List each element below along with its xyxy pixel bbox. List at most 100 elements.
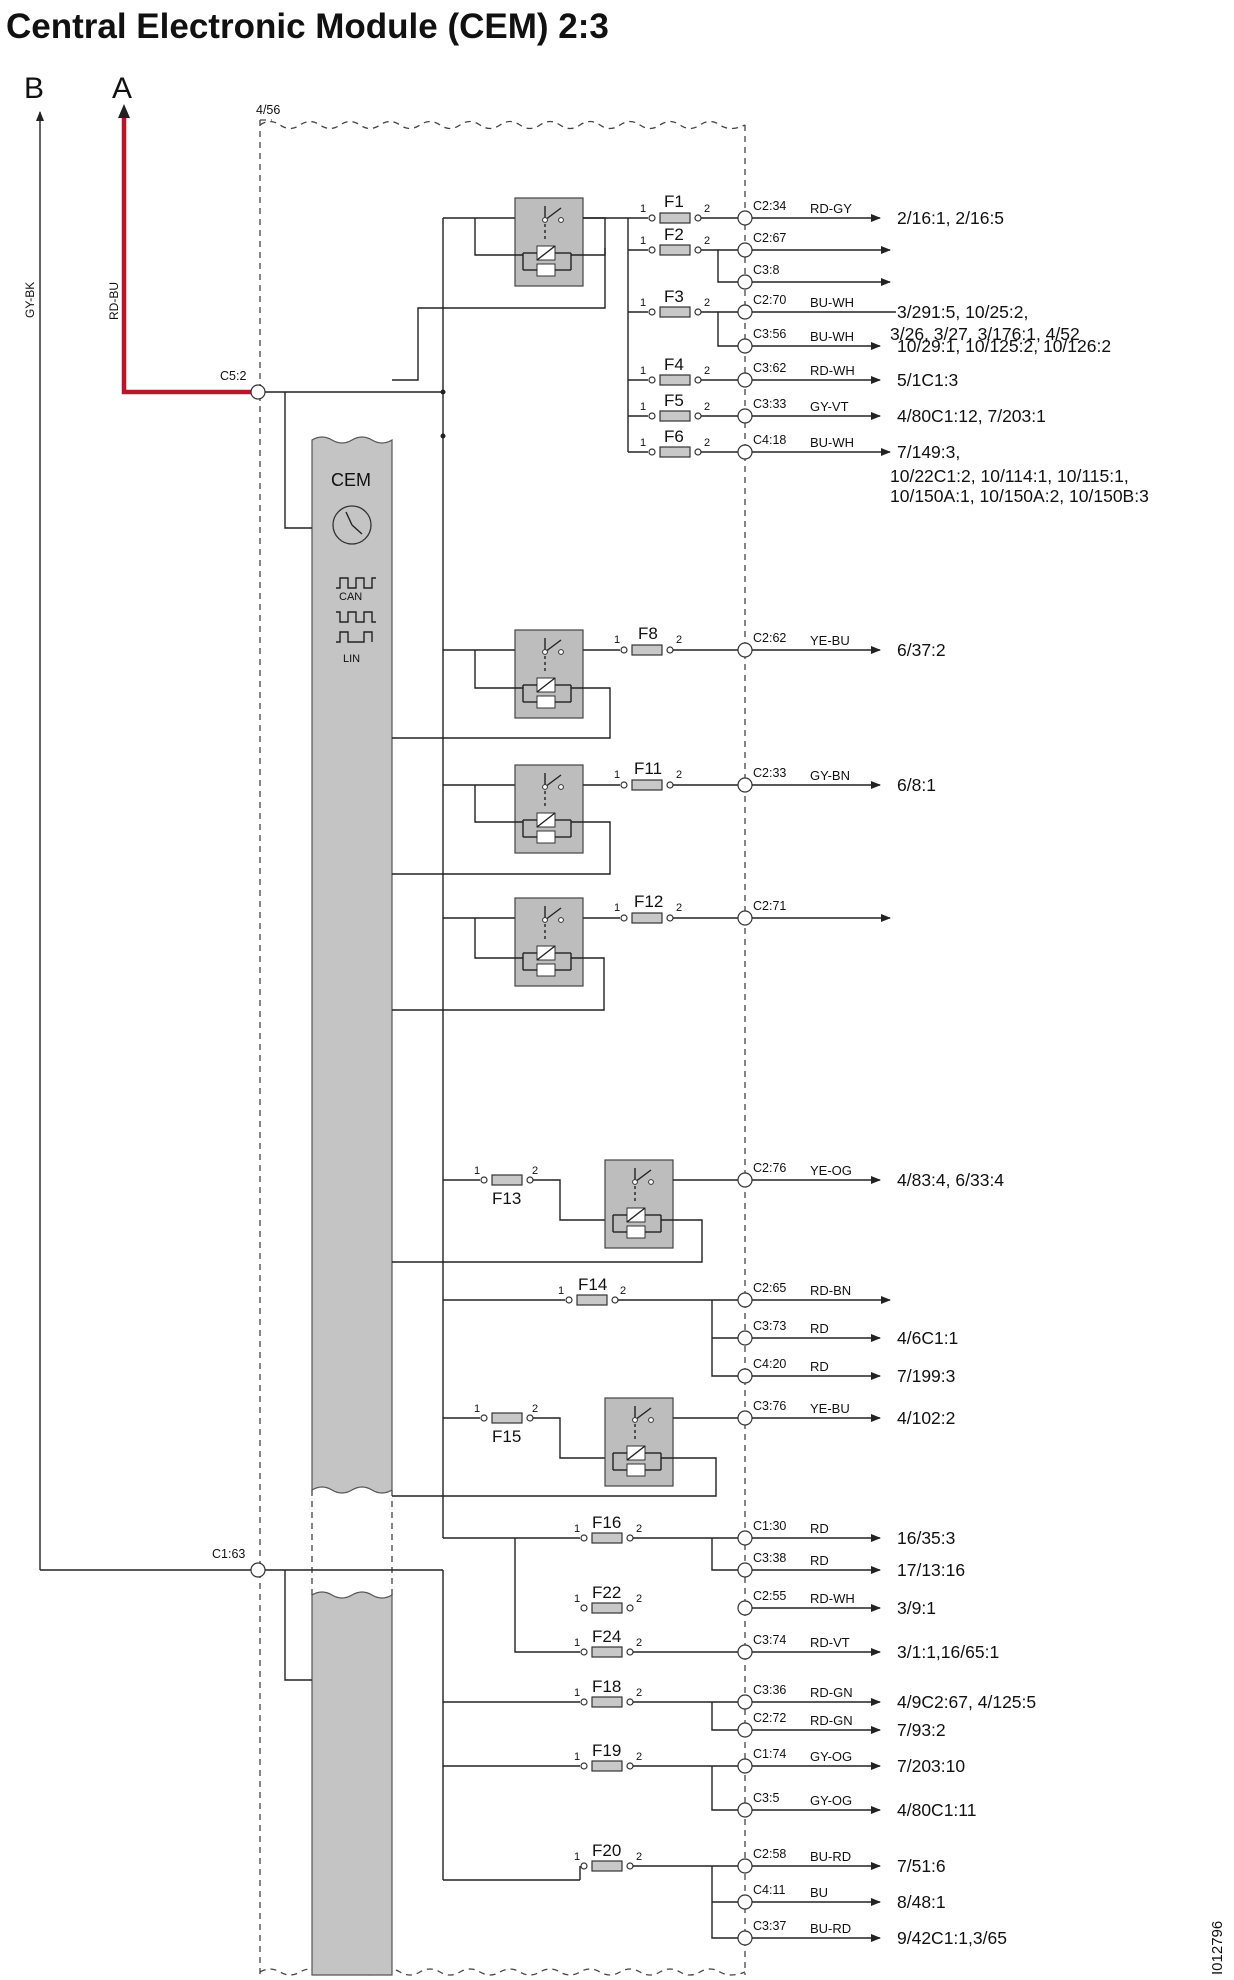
svg-text:1: 1: [614, 769, 620, 781]
output-terminal: [737, 210, 753, 226]
output-terminal: [737, 372, 753, 388]
output-destination-label: 7/199:3: [897, 1366, 955, 1386]
output-connector-label: C3:62: [753, 361, 786, 375]
output-connector-label: C4:20: [753, 1357, 786, 1371]
output-destination-label: 10/29:1, 10/125:2, 10/126:2: [897, 336, 1111, 356]
output-wire-color-label: RD-VT: [810, 1635, 850, 1650]
output-terminal: [737, 1600, 753, 1616]
output-terminal: [737, 642, 753, 658]
output-terminal: [737, 1930, 753, 1946]
fuse-f11: [620, 779, 738, 791]
output-terminal: [737, 242, 753, 258]
output-connector-label: C3:38: [753, 1551, 786, 1565]
output-destination-label: 7/149:3,: [897, 442, 960, 462]
fuse-f8: [620, 644, 738, 656]
fuse-f3: [628, 306, 702, 318]
document-id: I012796: [1209, 1921, 1226, 1975]
output-connector-label: C3:36: [753, 1683, 786, 1697]
output-wire-color-label: RD-GN: [810, 1685, 853, 1700]
output-connector-label: C2:34: [753, 199, 786, 213]
output-wire-color-label: BU-RD: [810, 1921, 851, 1936]
output-wire-color-label: RD: [810, 1553, 829, 1568]
svg-text:1: 1: [574, 1637, 580, 1649]
output-terminal: [737, 1758, 753, 1774]
svg-text:2: 2: [704, 437, 710, 449]
svg-text:2: 2: [532, 1403, 538, 1415]
fuse-f12-label: F12: [634, 892, 663, 911]
output-wire-color-label: YE-OG: [810, 1163, 852, 1178]
output-destination-label: 6/37:2: [897, 640, 946, 660]
output-terminal: [737, 1172, 753, 1188]
fuse-f11-label: F11: [634, 759, 662, 778]
fuse-f13: [480, 1174, 534, 1186]
module-ref-label: 4/56: [256, 103, 280, 117]
output-destination-label: 4/102:2: [897, 1408, 955, 1428]
output-terminal: [737, 1330, 753, 1346]
svg-text:1: 1: [640, 365, 646, 377]
svg-text:1: 1: [640, 437, 646, 449]
output-destination-label: 7/93:2: [897, 1720, 946, 1740]
output-destination-label: 6/8:1: [897, 775, 936, 795]
fuse-f3-label: F3: [664, 287, 684, 306]
output-wire-color-label: RD-GN: [810, 1713, 853, 1728]
fuse-f5-label: F5: [664, 391, 684, 410]
output-connector-label: C1:30: [753, 1519, 786, 1533]
output-terminal: [737, 1410, 753, 1426]
output-terminal: [737, 1894, 753, 1910]
svg-text:2: 2: [636, 1637, 642, 1649]
output-wire-color-label: RD: [810, 1521, 829, 1536]
fuse-f6: [628, 446, 702, 458]
svg-text:1: 1: [474, 1165, 480, 1177]
relay-f13: [604, 1159, 674, 1249]
terminal-c1-63: [250, 1562, 266, 1578]
output-connector-label: C2:72: [753, 1711, 786, 1725]
fuse-f15: [480, 1412, 534, 1424]
fuse-f12: [620, 912, 738, 924]
output-destination-label: 16/35:3: [897, 1528, 955, 1548]
output-wire-color-label: BU-RD: [810, 1849, 851, 1864]
svg-text:1: 1: [614, 634, 620, 646]
relay-1: [514, 197, 584, 287]
fuse-f22: [580, 1602, 634, 1614]
svg-text:1: 1: [574, 1851, 580, 1863]
wire-c5-2-to-cem: [284, 392, 312, 529]
output-destination-label: 4/9C2:67, 4/125:5: [897, 1692, 1036, 1712]
wire-label-rd-bu: RD-BU: [107, 282, 121, 320]
module-boundary-top: [259, 120, 746, 130]
output-connector-label: C3:56: [753, 327, 786, 341]
fuse-f4: [628, 374, 702, 386]
output-destination-label: 4/80C1:12, 7/203:1: [897, 406, 1046, 426]
module-boundary-bottom: [259, 1968, 746, 1976]
svg-text:2: 2: [704, 365, 710, 377]
svg-text:2: 2: [636, 1687, 642, 1699]
output-destination-label-line3: 10/150A:1, 10/150A:2, 10/150B:3: [890, 486, 1149, 506]
fuse-f24-label: F24: [592, 1627, 621, 1646]
output-connector-label: C3:8: [753, 263, 779, 277]
output-connector-label: C2:67: [753, 231, 786, 245]
output-connector-label: C2:76: [753, 1161, 786, 1175]
output-wire-color-label: GY-BN: [810, 768, 850, 783]
cem-label: CEM: [331, 470, 371, 490]
fuse-f14-label: F14: [578, 1275, 607, 1294]
output-destination-label-line2: 3/26, 3/27, 3/176:1, 4/52: [890, 324, 1080, 344]
output-terminal: [737, 1292, 753, 1308]
fuse-f15-label: F15: [492, 1427, 521, 1446]
fuse-f16: [580, 1532, 634, 1544]
output-terminal: [737, 1802, 753, 1818]
output-destination-label: 4/6C1:1: [897, 1328, 958, 1348]
output-connector-label: C1:74: [753, 1747, 786, 1761]
svg-text:1: 1: [574, 1687, 580, 1699]
fuse-f6-label: F6: [664, 427, 684, 446]
svg-text:1: 1: [640, 235, 646, 247]
svg-text:2: 2: [704, 401, 710, 413]
output-destination-label: 3/1:1,16/65:1: [897, 1642, 999, 1662]
output-terminal: [737, 338, 753, 354]
svg-text:2: 2: [532, 1165, 538, 1177]
output-connector-label: C2:58: [753, 1847, 786, 1861]
output-connector-label: C3:74: [753, 1633, 786, 1647]
output-terminal: [737, 1368, 753, 1384]
fuse-f13-label: F13: [492, 1189, 521, 1208]
output-wire-color-label: GY-OG: [810, 1793, 852, 1808]
ref-b-label: B: [24, 72, 44, 105]
